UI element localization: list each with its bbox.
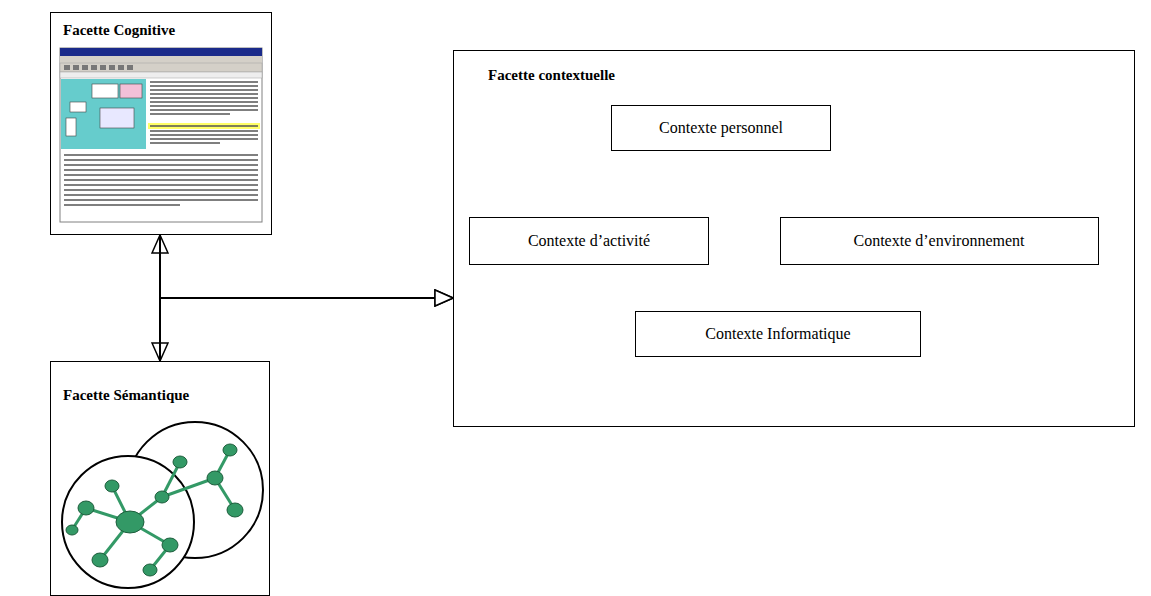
context-box: Contexte d’environnement [780, 217, 1099, 265]
context-box: Contexte Informatique [635, 311, 921, 357]
facet-box: Facette Cognitive [50, 12, 272, 235]
facet-title: Facette Sémantique [63, 387, 257, 404]
facet-arrow [160, 298, 453, 361]
context-box: Contexte d’activité [469, 217, 709, 265]
context-label: Contexte personnel [659, 119, 783, 137]
facet-box: Facette Sémantique [50, 361, 270, 596]
facet-title: Facette contextuelle [488, 67, 1100, 84]
context-label: Contexte Informatique [705, 325, 850, 343]
context-label: Contexte d’environnement [853, 232, 1024, 250]
facet-arrow [160, 235, 453, 298]
facet-box: Contexte personnelContexte d’activitéCon… [453, 50, 1135, 427]
facet-title: Facette Cognitive [63, 22, 259, 39]
semantic-network [62, 422, 263, 588]
context-box: Contexte personnel [611, 105, 831, 151]
browser-screenshot [60, 48, 262, 222]
context-label: Contexte d’activité [528, 232, 650, 250]
